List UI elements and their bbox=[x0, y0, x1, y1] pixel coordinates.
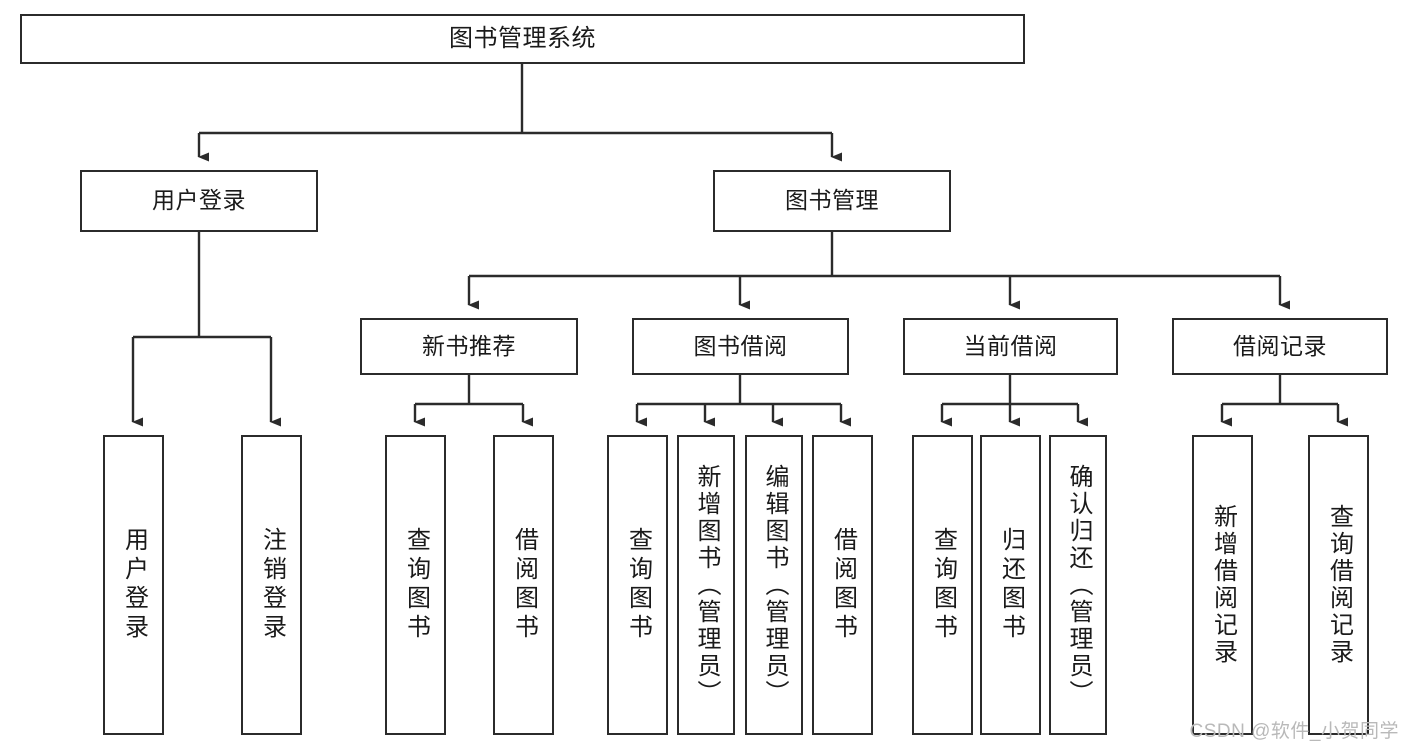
leaf-edit-book-admin[interactable]: 编辑图书（管理员） bbox=[745, 435, 803, 735]
node-user-login[interactable]: 用户登录 bbox=[80, 170, 318, 232]
node-label: 新增图书（管理员） bbox=[693, 463, 720, 707]
node-label: 查询图书 bbox=[929, 527, 957, 643]
node-label: 查询借阅记录 bbox=[1325, 504, 1353, 666]
node-book-management[interactable]: 图书管理 bbox=[713, 170, 951, 232]
node-root-book-management-system[interactable]: 图书管理系统 bbox=[20, 14, 1025, 64]
node-book-borrow[interactable]: 图书借阅 bbox=[632, 318, 849, 375]
node-label: 图书借阅 bbox=[693, 332, 788, 359]
node-label: 当前借阅 bbox=[963, 332, 1058, 359]
leaf-user-login[interactable]: 用户登录 bbox=[103, 435, 164, 735]
node-label: 查询图书 bbox=[402, 527, 430, 643]
leaf-borrow-book[interactable]: 借阅图书 bbox=[812, 435, 873, 735]
node-label: 注销登录 bbox=[258, 527, 286, 643]
leaf-add-book-admin[interactable]: 新增图书（管理员） bbox=[677, 435, 735, 735]
leaf-borrow-book-recommend[interactable]: 借阅图书 bbox=[493, 435, 554, 735]
node-label: 新增借阅记录 bbox=[1209, 504, 1237, 666]
node-label: 借阅图书 bbox=[510, 527, 538, 643]
leaf-query-book-current[interactable]: 查询图书 bbox=[912, 435, 973, 735]
leaf-return-book[interactable]: 归还图书 bbox=[980, 435, 1041, 735]
leaf-add-borrow-record[interactable]: 新增借阅记录 bbox=[1192, 435, 1253, 735]
node-label: 确认归还（管理员） bbox=[1065, 463, 1092, 707]
node-label: 用户登录 bbox=[120, 527, 148, 643]
node-label: 借阅图书 bbox=[829, 527, 857, 643]
node-label: 图书管理系统 bbox=[449, 24, 596, 52]
leaf-query-borrow-record[interactable]: 查询借阅记录 bbox=[1308, 435, 1369, 735]
node-current-borrow[interactable]: 当前借阅 bbox=[903, 318, 1118, 375]
node-label: 借阅记录 bbox=[1233, 332, 1327, 359]
leaf-query-book-recommend[interactable]: 查询图书 bbox=[385, 435, 446, 735]
leaf-query-book-borrow[interactable]: 查询图书 bbox=[607, 435, 668, 735]
node-new-book-recommend[interactable]: 新书推荐 bbox=[360, 318, 578, 375]
leaf-logout-login[interactable]: 注销登录 bbox=[241, 435, 302, 735]
watermark-text: CSDN @软件_小贺同学 bbox=[1189, 721, 1399, 742]
leaf-confirm-return-admin[interactable]: 确认归还（管理员） bbox=[1049, 435, 1107, 735]
node-borrow-record[interactable]: 借阅记录 bbox=[1172, 318, 1388, 375]
node-label: 图书管理 bbox=[785, 187, 879, 214]
node-label: 用户登录 bbox=[152, 187, 246, 214]
node-label: 编辑图书（管理员） bbox=[761, 463, 788, 707]
node-label: 查询图书 bbox=[624, 527, 652, 643]
node-label: 归还图书 bbox=[997, 527, 1025, 643]
node-label: 新书推荐 bbox=[422, 332, 516, 359]
